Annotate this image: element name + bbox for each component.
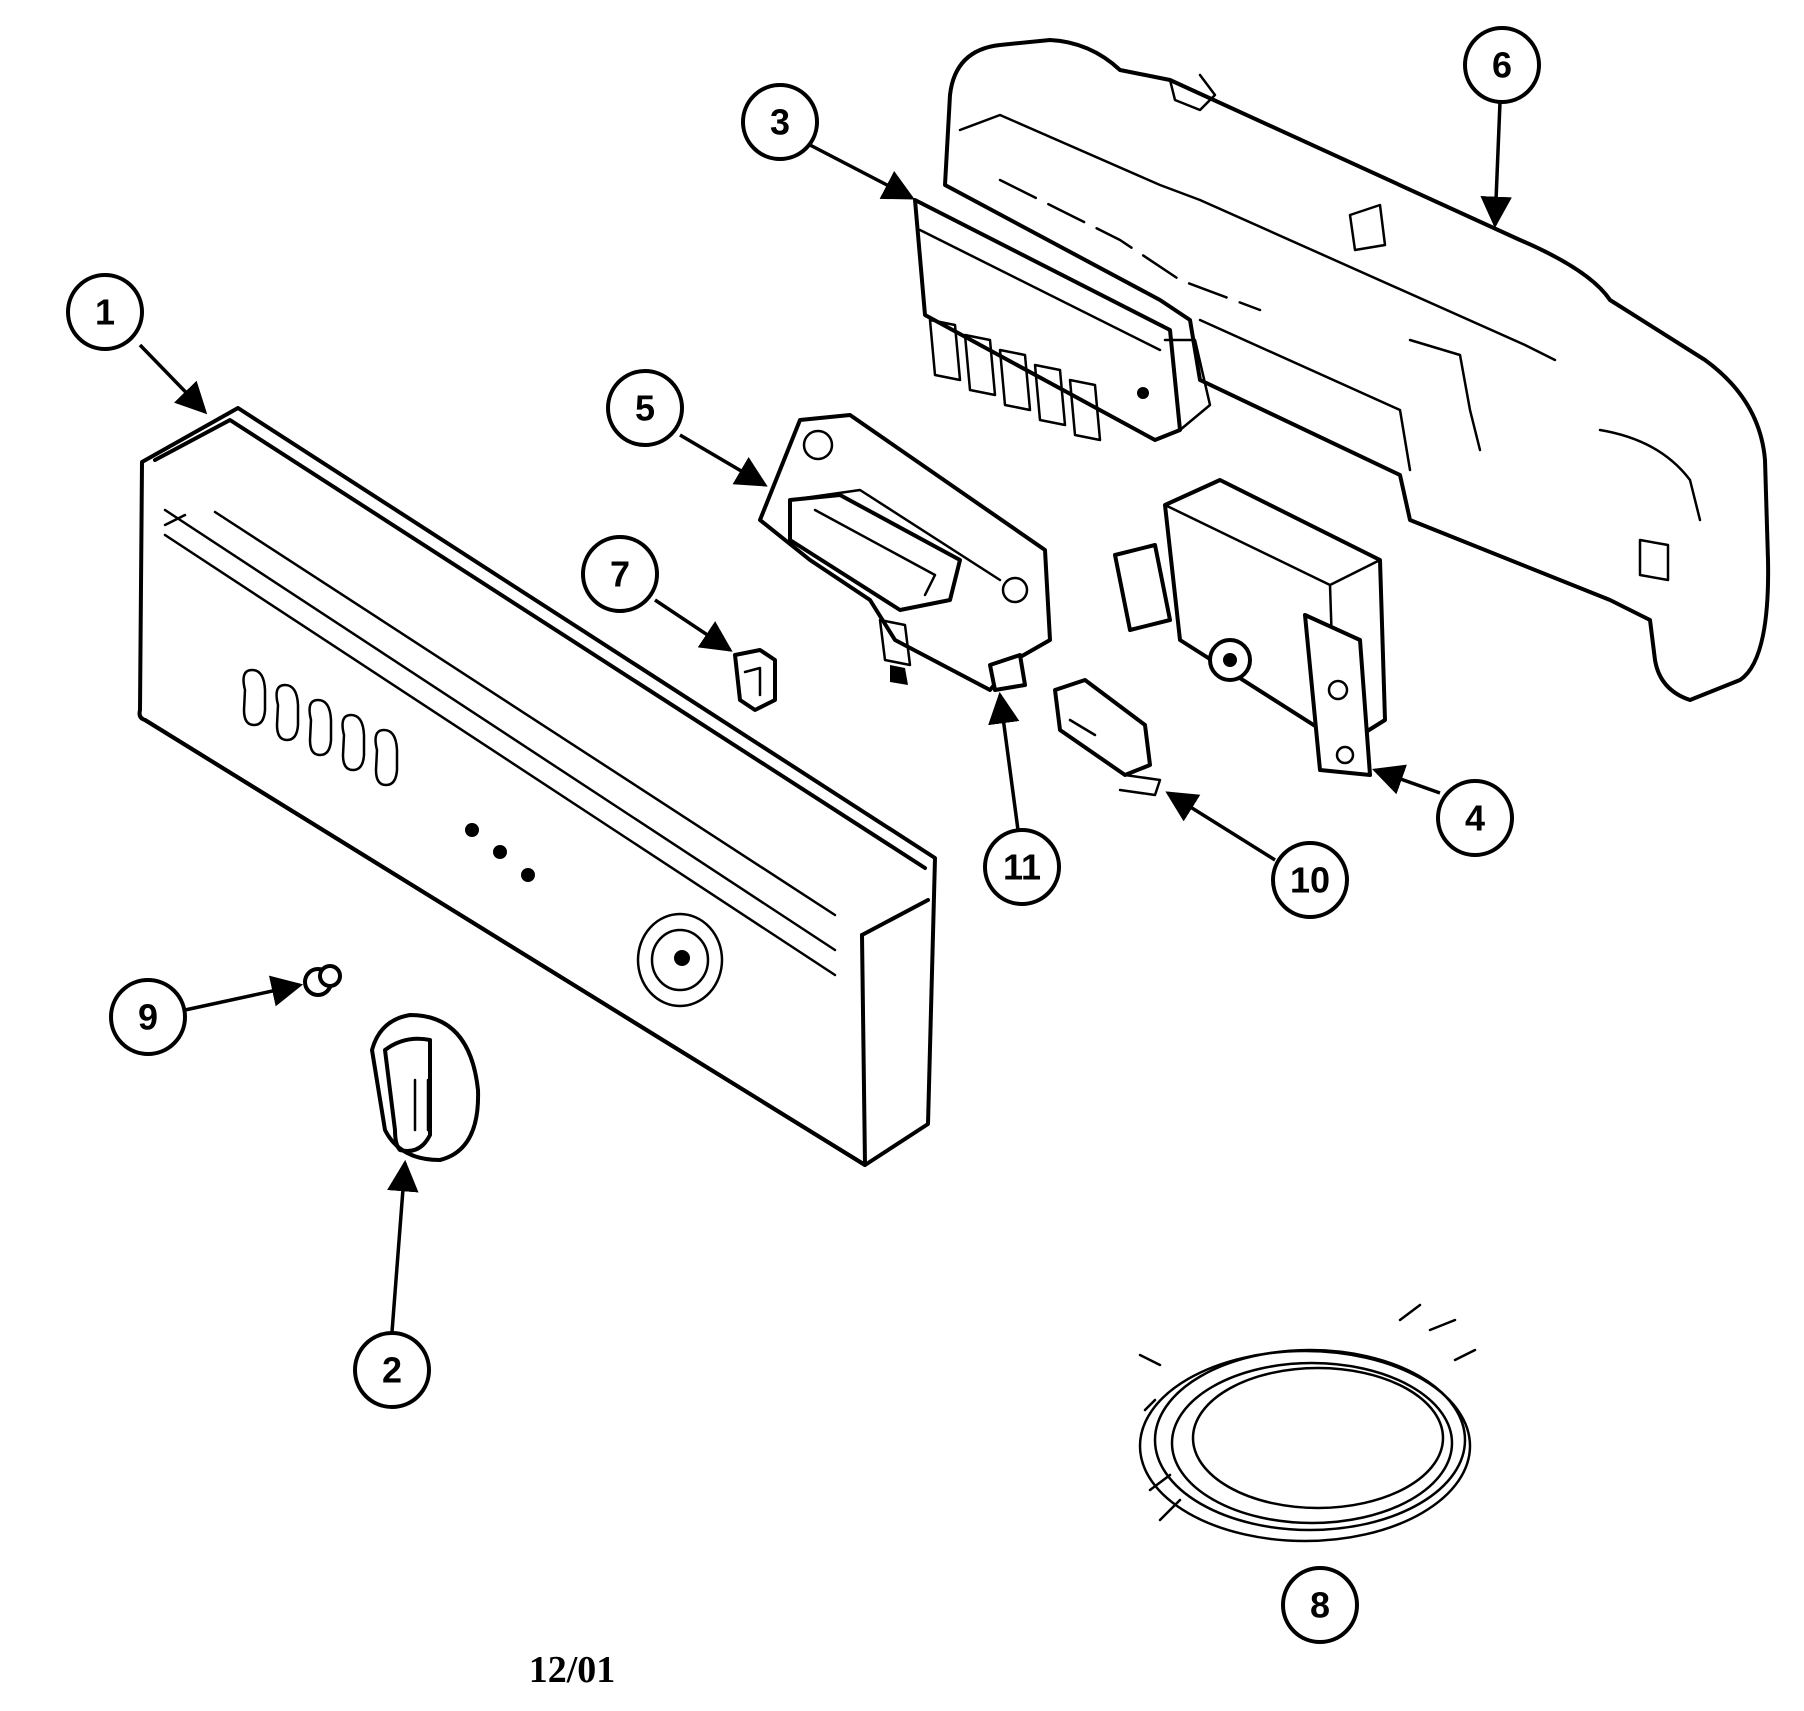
callout-3: 3 xyxy=(741,83,819,161)
leader-7 xyxy=(654,598,733,652)
callout-7-label: 7 xyxy=(610,554,630,595)
callout-7: 7 xyxy=(581,535,659,613)
callout-11: 11 xyxy=(983,828,1061,906)
date-code: 12/01 xyxy=(529,1649,616,1691)
leader-10 xyxy=(1165,791,1276,862)
leader-1 xyxy=(138,343,208,415)
callout-5: 5 xyxy=(606,369,684,447)
part-11-latch-slider xyxy=(988,653,1027,692)
callout-10-label: 10 xyxy=(1290,860,1330,901)
callout-3-label: 3 xyxy=(770,102,790,143)
part-9-plug xyxy=(303,964,342,997)
callout-4-label: 4 xyxy=(1465,798,1485,839)
callout-1: 1 xyxy=(66,273,144,351)
part-3-push-button-switch xyxy=(913,198,1212,442)
callout-9: 9 xyxy=(109,978,187,1056)
callout-6: 6 xyxy=(1463,26,1541,104)
leader-lines xyxy=(138,101,1512,1333)
callout-6-label: 6 xyxy=(1492,45,1512,86)
part-6-console-housing xyxy=(943,38,1771,702)
callout-11-label: 11 xyxy=(1003,847,1041,888)
callout-2-label: 2 xyxy=(382,1350,402,1391)
leader-3 xyxy=(809,143,915,200)
leader-9 xyxy=(184,975,304,1012)
callout-1-label: 1 xyxy=(95,292,115,333)
part-7-clip xyxy=(733,648,777,712)
part-5-door-latch xyxy=(758,413,1052,692)
callout-9-label: 9 xyxy=(138,997,158,1038)
leader-5 xyxy=(679,433,768,487)
callout-8-label: 8 xyxy=(1310,1585,1330,1626)
part-4-timer xyxy=(1113,478,1387,777)
leader-2 xyxy=(387,1159,419,1333)
part-10-micro-switch xyxy=(1053,678,1162,797)
leader-11 xyxy=(988,691,1020,831)
leader-4 xyxy=(1372,764,1441,795)
callout-5-label: 5 xyxy=(635,388,655,429)
part-8-wire-harness xyxy=(1138,1303,1477,1543)
callout-4: 4 xyxy=(1436,779,1514,857)
callout-2: 2 xyxy=(353,1331,431,1409)
callout-8: 8 xyxy=(1281,1566,1359,1644)
part-1-control-panel xyxy=(137,406,937,1167)
callout-10: 10 xyxy=(1271,841,1349,919)
part-2-knob xyxy=(370,1013,481,1162)
leader-6 xyxy=(1480,101,1512,229)
